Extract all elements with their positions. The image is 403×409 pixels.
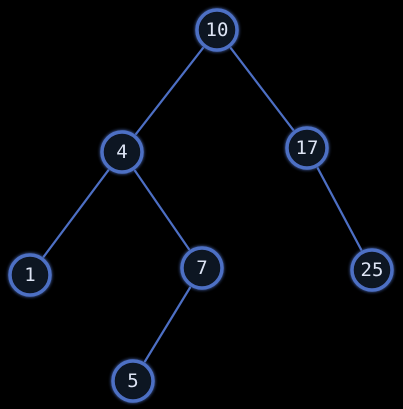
tree-node-25: 25 bbox=[350, 248, 394, 292]
tree-node-4: 4 bbox=[100, 130, 144, 174]
node-circle bbox=[285, 126, 329, 170]
tree-node-5: 5 bbox=[111, 359, 155, 403]
edge-10-4 bbox=[135, 47, 204, 135]
node-circle bbox=[350, 248, 394, 292]
node-label: 10 bbox=[206, 19, 229, 41]
node-label: 5 bbox=[127, 370, 138, 392]
node-label: 4 bbox=[116, 141, 127, 163]
node-label: 1 bbox=[24, 264, 35, 286]
edge-4-1 bbox=[42, 169, 110, 258]
node-label: 17 bbox=[296, 137, 319, 159]
edge-7-5 bbox=[143, 286, 192, 363]
edge-10-17 bbox=[229, 47, 295, 131]
node-label: 25 bbox=[361, 259, 384, 281]
node-circle bbox=[111, 359, 155, 403]
node-label: 7 bbox=[196, 257, 207, 279]
edge-17-25 bbox=[316, 167, 363, 251]
tree-node-10: 10 bbox=[195, 8, 239, 52]
tree-node-17: 17 bbox=[285, 126, 329, 170]
tree-node-7: 7 bbox=[180, 246, 224, 290]
node-circle bbox=[195, 8, 239, 52]
node-circle bbox=[180, 246, 224, 290]
tree-edges bbox=[42, 47, 363, 363]
node-circle bbox=[8, 253, 52, 297]
tree-node-1: 1 bbox=[8, 253, 52, 297]
node-circle bbox=[100, 130, 144, 174]
edge-4-7 bbox=[133, 169, 191, 251]
